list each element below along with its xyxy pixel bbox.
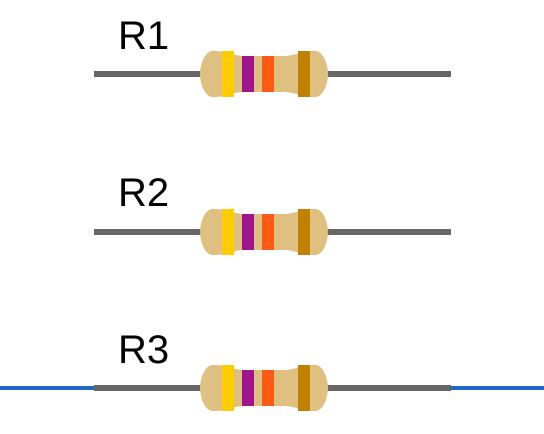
color-band-3 bbox=[262, 370, 274, 406]
color-band-1 bbox=[222, 365, 234, 411]
color-band-4 bbox=[298, 51, 310, 97]
resistor-label: R3 bbox=[118, 328, 169, 372]
color-band-2 bbox=[242, 56, 254, 92]
resistor-r1: R1 bbox=[94, 14, 451, 98]
color-band-4 bbox=[298, 365, 310, 411]
color-band-1 bbox=[222, 51, 234, 97]
color-band-3 bbox=[262, 214, 274, 250]
color-band-3 bbox=[262, 56, 274, 92]
resistor-label: R2 bbox=[118, 171, 169, 215]
resistor-r2: R2 bbox=[94, 171, 451, 256]
color-band-1 bbox=[222, 209, 234, 255]
color-band-2 bbox=[242, 370, 254, 406]
resistor-label: R1 bbox=[118, 14, 169, 58]
resistor-r3: R3 bbox=[0, 328, 544, 412]
color-band-4 bbox=[298, 209, 310, 255]
color-band-2 bbox=[242, 214, 254, 250]
